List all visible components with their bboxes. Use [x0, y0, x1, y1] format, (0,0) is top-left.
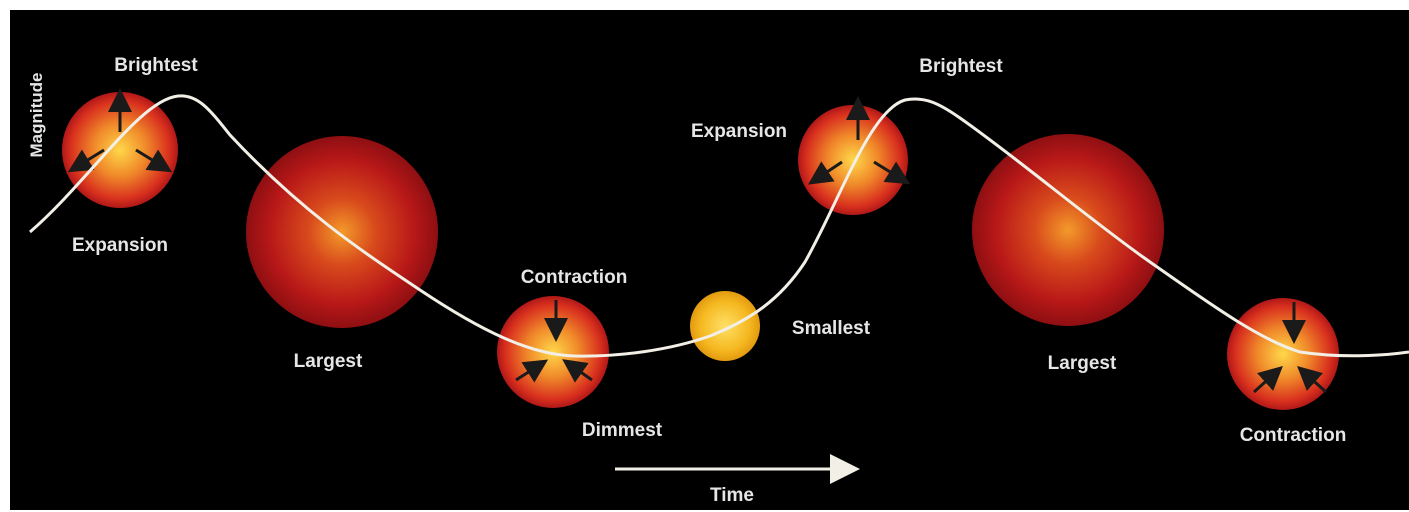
label-smallest: Smallest [792, 318, 871, 339]
arrow-out-icon [808, 160, 843, 185]
label-contraction-1: Contraction [521, 267, 628, 288]
label-largest-1: Largest [294, 351, 363, 372]
star-1-expansion [62, 88, 178, 208]
star-6-largest [972, 134, 1164, 326]
label-expansion-2: Expansion [691, 121, 787, 142]
x-axis-label: Time [710, 485, 754, 506]
brightness-curve [29, 94, 1409, 358]
star-3-contraction [497, 296, 609, 408]
arrow-out-icon [135, 148, 173, 173]
label-brightest-1: Brightest [114, 55, 198, 76]
arrow-in-icon [515, 359, 549, 383]
label-contraction-2: Contraction [1240, 425, 1347, 446]
label-dimmest: Dimmest [582, 420, 663, 441]
arrow-in-icon [1252, 365, 1283, 394]
star-7-contraction [1227, 298, 1339, 410]
arrow-in-icon [562, 359, 593, 383]
star-5-expansion [798, 96, 911, 215]
arrow-in-icon [1297, 365, 1328, 394]
star-2-largest [246, 136, 438, 328]
y-axis-label: Magnitude [27, 73, 46, 158]
arrow-out-icon [67, 148, 105, 173]
label-brightest-2: Brightest [919, 56, 1003, 77]
label-expansion-1: Expansion [72, 235, 168, 256]
star-4-smallest [690, 291, 760, 361]
label-largest-2: Largest [1048, 353, 1117, 374]
diagram-panel [10, 10, 1409, 510]
arrow-out-icon [873, 160, 911, 185]
